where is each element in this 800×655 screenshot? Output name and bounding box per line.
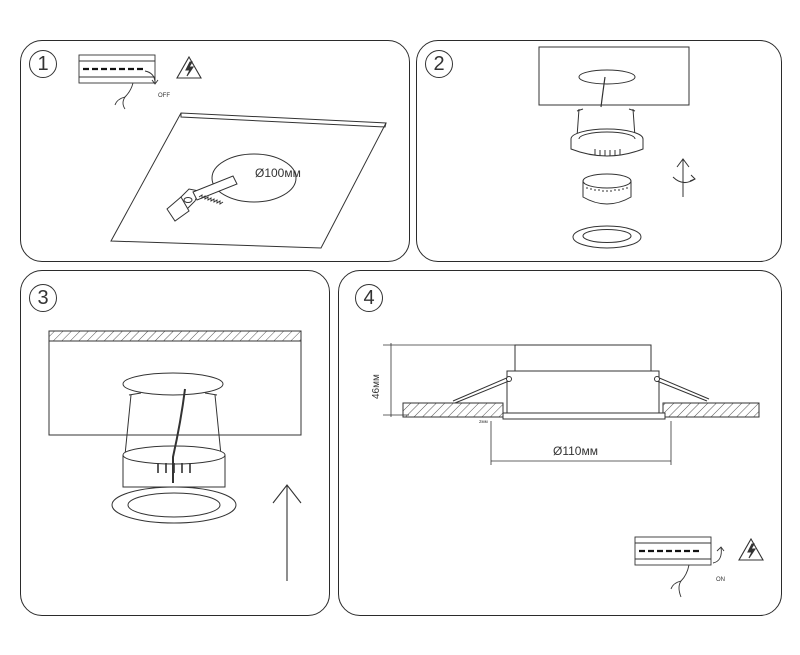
power-cable xyxy=(172,388,186,483)
step-1-number: 1 xyxy=(29,50,57,78)
high-voltage-warning-icon xyxy=(176,55,202,79)
ceiling-section xyxy=(538,46,690,106)
step-3-panel: 3 xyxy=(20,270,330,616)
switch-off-label: OFF xyxy=(158,93,170,99)
hand-saw-icon xyxy=(166,175,238,222)
step-3-illustration xyxy=(48,330,302,581)
step-4-illustration: 46мм 2мм Ø110мм xyxy=(371,343,764,598)
ceiling-cavity xyxy=(48,341,302,436)
ceiling-right xyxy=(662,402,760,418)
step-4-number: 4 xyxy=(355,284,383,312)
hole-outline xyxy=(211,153,297,203)
fixture-housing xyxy=(570,108,644,157)
step-2-number: 2 xyxy=(425,50,453,78)
diameter-label: Ø110мм xyxy=(553,444,598,458)
diameter-dimension xyxy=(490,421,672,465)
step-3-number: 3 xyxy=(29,284,57,312)
step-2-panel: 2 xyxy=(416,40,782,262)
fixture-side-view xyxy=(452,344,710,420)
step-1-illustration: OFF Ø100мм xyxy=(78,54,387,249)
arrow-up-icon xyxy=(272,484,302,581)
switch-on-label: ON xyxy=(716,577,725,583)
led-module xyxy=(582,173,632,205)
circuit-breaker-icon xyxy=(78,54,159,110)
power-cable xyxy=(600,76,606,108)
ceiling-hatch xyxy=(48,330,302,342)
ceiling-left xyxy=(402,402,504,418)
gap-label: 2мм xyxy=(479,419,488,424)
trim-ring xyxy=(572,225,642,249)
circuit-breaker-icon xyxy=(634,536,725,598)
height-label: 46мм xyxy=(371,374,382,399)
high-voltage-warning-icon xyxy=(738,537,764,561)
ceiling-board xyxy=(110,112,387,249)
step-1-panel: 1 OFF Ø xyxy=(20,40,410,262)
step-2-illustration xyxy=(538,46,696,249)
ceiling-hole xyxy=(578,69,636,85)
step-4-panel: 4 46мм 2мм xyxy=(338,270,782,616)
rotate-arrow-icon xyxy=(672,158,696,197)
hole-diameter-label: Ø100мм xyxy=(255,166,301,180)
